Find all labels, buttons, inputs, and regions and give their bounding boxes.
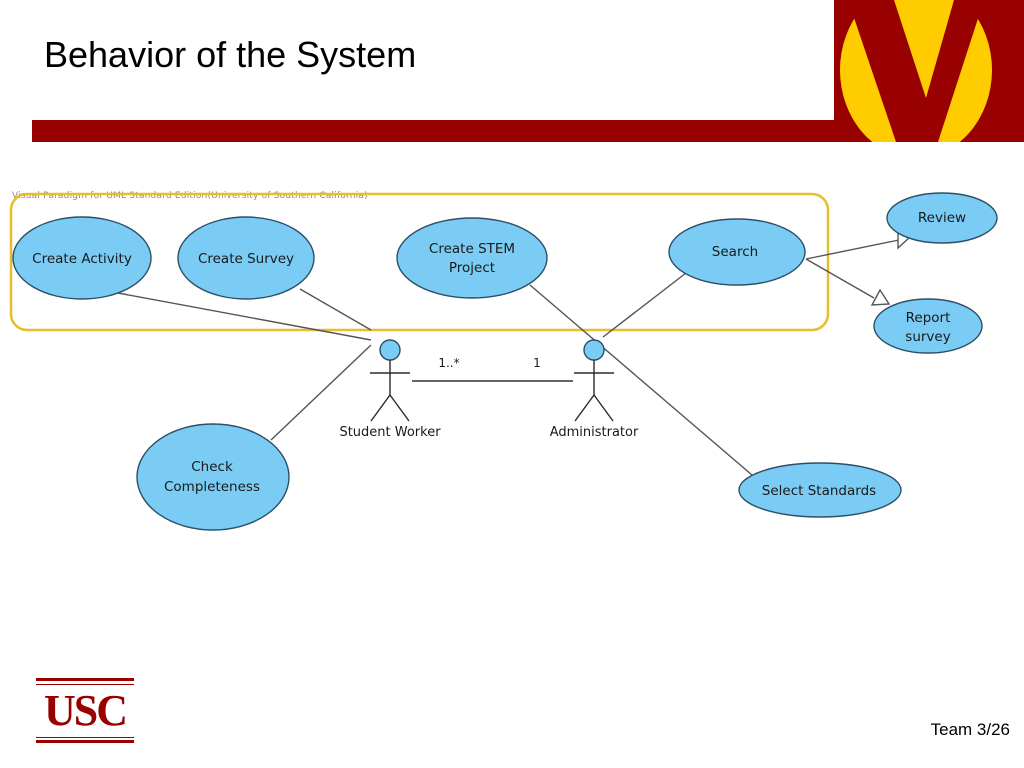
association-lines bbox=[117, 239, 900, 476]
line-search bbox=[602, 272, 687, 338]
usc-logo: USC bbox=[36, 678, 134, 744]
line-stem-to-select-standards bbox=[529, 284, 753, 476]
use-case-label: Create Survey bbox=[198, 251, 294, 267]
use-case-label: Completeness bbox=[164, 479, 260, 495]
page-number: Team 3/26 bbox=[930, 720, 1010, 739]
actor-figure bbox=[370, 360, 410, 422]
usc-logo-top-thin-rule bbox=[36, 684, 134, 685]
line-check-completeness bbox=[270, 344, 372, 441]
tool-watermark: Visual Paradigm for UML Standard Edition… bbox=[12, 191, 368, 201]
use-case-search[interactable] bbox=[668, 218, 806, 286]
usc-logo-bottom-rule bbox=[36, 740, 134, 743]
line-extend-review bbox=[805, 239, 900, 260]
actor-student-worker[interactable] bbox=[370, 339, 410, 422]
use-case-label: Review bbox=[918, 210, 966, 226]
use-case-label: survey bbox=[905, 329, 950, 345]
use-case-create-activity[interactable] bbox=[12, 216, 152, 300]
actor-label-student-worker: Student Worker bbox=[339, 425, 441, 440]
v-logo-graphic bbox=[840, 0, 992, 142]
line-create-activity bbox=[117, 292, 372, 341]
multiplicity-target: 1 bbox=[533, 356, 541, 370]
slide-title: Behavior of the System bbox=[44, 34, 417, 75]
line-extend-report bbox=[805, 258, 875, 299]
actor-head bbox=[379, 339, 401, 361]
use-case-create-survey[interactable] bbox=[177, 216, 315, 300]
use-case-create-stem-project[interactable] bbox=[396, 217, 548, 299]
use-case-label: Create STEM bbox=[429, 241, 515, 257]
use-case-label: Project bbox=[449, 260, 495, 276]
use-case-select-standards[interactable] bbox=[738, 462, 902, 518]
actor-figure bbox=[574, 360, 614, 422]
arrowhead-report bbox=[870, 288, 891, 306]
use-case-label: Search bbox=[712, 244, 758, 260]
actor-administrator[interactable] bbox=[574, 339, 614, 422]
use-case-report-survey[interactable] bbox=[873, 298, 983, 354]
use-case-review[interactable] bbox=[886, 192, 998, 244]
header-bar bbox=[32, 120, 834, 142]
usc-logo-text: USC bbox=[43, 686, 128, 735]
use-case-label: Create Activity bbox=[32, 251, 132, 267]
use-case-label: Check bbox=[191, 459, 233, 475]
use-case-label: Report bbox=[906, 310, 951, 326]
usc-logo-bottom-thin-rule bbox=[36, 737, 134, 738]
multiplicity-source: 1..* bbox=[438, 356, 459, 370]
use-case-check-completeness[interactable] bbox=[136, 423, 290, 531]
usc-logo-top-rule bbox=[36, 678, 134, 681]
actor-label-administrator: Administrator bbox=[550, 425, 639, 440]
line-create-survey bbox=[299, 288, 372, 331]
v-logo bbox=[834, 0, 1024, 142]
actor-head bbox=[583, 339, 605, 361]
v-logo-letter bbox=[848, 0, 984, 142]
system-boundary bbox=[9, 192, 830, 332]
use-case-label: Select Standards bbox=[762, 483, 876, 499]
